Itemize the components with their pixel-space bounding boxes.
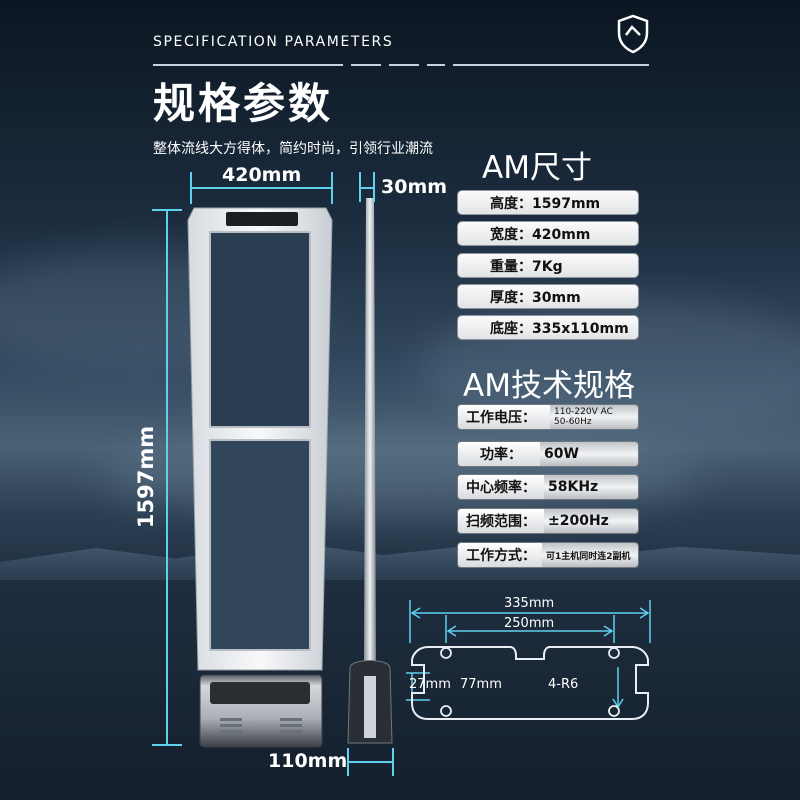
dim-height-wrap: 1597mm xyxy=(106,426,186,528)
dim-line-thickness xyxy=(359,187,375,189)
dim-tick xyxy=(190,172,192,204)
dim-line-height xyxy=(166,210,168,745)
header-rule xyxy=(453,64,649,66)
eyebrow-text: SPECIFICATION PARAMETERS xyxy=(153,34,394,50)
antenna-front-view xyxy=(187,207,333,748)
tech-value-line: 110-220V AC xyxy=(554,407,613,417)
tech-label: 工作电压： xyxy=(458,405,550,429)
tech-label: 功率： xyxy=(458,442,540,466)
tech-value: 60W xyxy=(540,442,638,466)
tech-value-line: 50-60Hz xyxy=(554,417,592,427)
tech-section-title: AM技术规格 xyxy=(463,368,635,404)
page-title: 规格参数 xyxy=(153,79,334,128)
spec-pill: 高度：1597mm xyxy=(457,190,639,215)
tech-label: 扫频范围： xyxy=(458,509,544,533)
tech-pill-mode: 工作方式： 可1主机同时连2副机 xyxy=(457,542,639,568)
tech-pill-frequency: 中心频率： 58KHz xyxy=(457,474,639,500)
dim-width-label: 420mm xyxy=(222,164,302,186)
dim-tick xyxy=(152,744,182,746)
tech-pill-voltage: 工作电压： 110-220V AC 50-60Hz xyxy=(457,404,639,430)
dim-line-width xyxy=(192,187,332,189)
size-section-title: AM尺寸 xyxy=(482,150,592,186)
base-hole-depth: 77mm xyxy=(460,677,502,692)
dim-height-label: 1597mm xyxy=(134,425,158,529)
tech-value: ±200Hz xyxy=(544,509,638,533)
spec-pill: 底座：335x110mm xyxy=(457,315,639,340)
spec-pill: 厚度：30mm xyxy=(457,284,639,309)
dim-thickness-label: 30mm xyxy=(381,176,448,198)
page-subtitle: 整体流线大方得体，简约时尚，引领行业潮流 xyxy=(153,141,433,157)
tech-value: 58KHz xyxy=(544,475,638,499)
header-rule xyxy=(427,64,445,66)
spec-pill: 重量：7Kg xyxy=(457,253,639,278)
tech-label: 中心频率： xyxy=(458,475,544,499)
ground xyxy=(0,580,800,800)
base-edge-offset: 27mm xyxy=(409,677,451,692)
spec-pill: 宽度：420mm xyxy=(457,221,639,246)
dim-base-label: 110mm xyxy=(268,750,348,772)
header-rule xyxy=(351,64,381,66)
header-rule xyxy=(389,64,419,66)
tech-pill-power: 功率： 60W xyxy=(457,441,639,467)
tech-label: 工作方式： xyxy=(458,543,542,567)
dim-tick xyxy=(331,172,333,204)
antenna-side-view xyxy=(347,198,393,744)
tech-value: 110-220V AC 50-60Hz xyxy=(550,405,638,429)
tech-pill-sweep: 扫频范围： ±200Hz xyxy=(457,508,639,534)
dim-tick xyxy=(152,209,182,211)
tech-value: 可1主机同时连2副机 xyxy=(542,543,638,567)
dim-line-base xyxy=(347,761,394,763)
base-hole-spacing: 250mm xyxy=(504,616,555,631)
header-rule xyxy=(153,64,343,66)
shield-icon xyxy=(617,14,649,54)
base-outer-width: 335mm xyxy=(504,596,555,611)
base-hole-spec: 4-R6 xyxy=(548,677,579,692)
base-diagram xyxy=(406,600,651,720)
